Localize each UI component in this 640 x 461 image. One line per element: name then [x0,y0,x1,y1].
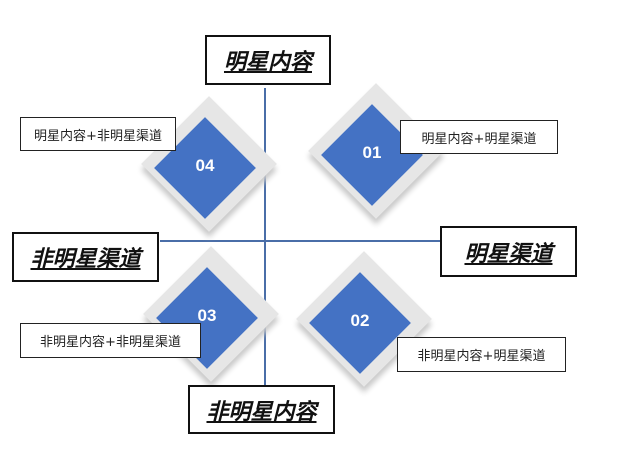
axis-label-top: 明星内容 [205,35,331,85]
quadrant-number: 04 [195,156,215,175]
vertical-axis-line [264,88,266,386]
quadrant-number: 02 [350,311,370,330]
axis-label-left: 非明星渠道 [12,232,159,282]
quadrant-04-label: 明星内容+非明星渠道 [20,117,176,151]
axis-label-right: 明星渠道 [440,226,577,277]
quadrant-02-label: 非明星内容+明星渠道 [397,337,566,372]
quadrant-number: 03 [197,306,217,325]
quadrant-03-label: 非明星内容+非明星渠道 [20,323,201,358]
axis-label-bottom: 非明星内容 [188,385,335,434]
quadrant-01-label: 明星内容+明星渠道 [400,120,558,154]
quadrant-number: 01 [362,143,382,162]
horizontal-axis-line [160,240,442,242]
